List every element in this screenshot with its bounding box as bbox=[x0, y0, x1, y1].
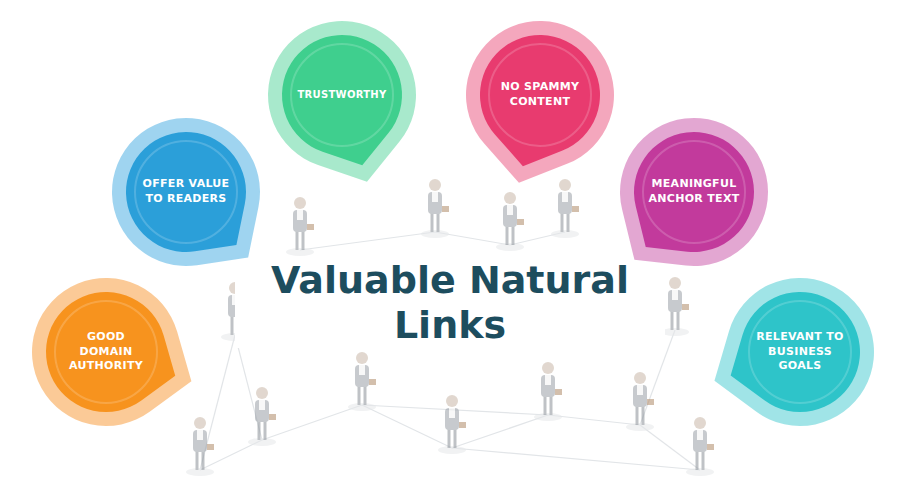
person-figure bbox=[534, 362, 562, 421]
bubble-label: RELEVANT TO BUSINESS GOALS bbox=[754, 330, 846, 375]
bubble-label: NO SPAMMY CONTENT bbox=[494, 80, 586, 110]
bubble-label: MEANINGFUL ANCHOR TEXT bbox=[648, 177, 740, 207]
bubble-label: TRUSTWORTHY bbox=[296, 88, 388, 102]
diagram-title: Valuable Natural Links bbox=[235, 258, 665, 348]
bubble-label: OFFER VALUE TO READERS bbox=[140, 177, 232, 207]
person-figure bbox=[661, 277, 689, 336]
person-figure bbox=[438, 395, 466, 454]
person-figure bbox=[421, 179, 449, 238]
network-line bbox=[300, 232, 435, 250]
person-figure bbox=[286, 197, 314, 256]
network-lines bbox=[200, 232, 700, 470]
bubble-node: TRUSTWORTHY bbox=[262, 15, 422, 175]
bubble-label: GOOD DOMAIN AUTHORITY bbox=[60, 330, 152, 375]
network-line bbox=[235, 335, 262, 440]
person-figure bbox=[626, 372, 654, 431]
bubble-node: OFFER VALUE TO READERS bbox=[106, 112, 266, 272]
bubble-node: MEANINGFUL ANCHOR TEXT bbox=[614, 112, 774, 272]
person-figure bbox=[248, 387, 276, 446]
bubble-node: RELEVANT TO BUSINESS GOALS bbox=[720, 272, 880, 432]
bubble-node: NO SPAMMY CONTENT bbox=[460, 15, 620, 175]
network-line bbox=[452, 415, 548, 448]
person-figure bbox=[551, 179, 579, 238]
person-figure bbox=[348, 352, 376, 411]
network-line bbox=[362, 405, 452, 448]
network-line bbox=[640, 425, 700, 470]
network-line bbox=[262, 405, 362, 440]
bubble-node: GOOD DOMAIN AUTHORITY bbox=[26, 272, 186, 432]
network-line bbox=[452, 448, 700, 470]
person-figure bbox=[686, 417, 714, 476]
person-figure bbox=[186, 417, 214, 476]
person-figure bbox=[496, 192, 524, 251]
